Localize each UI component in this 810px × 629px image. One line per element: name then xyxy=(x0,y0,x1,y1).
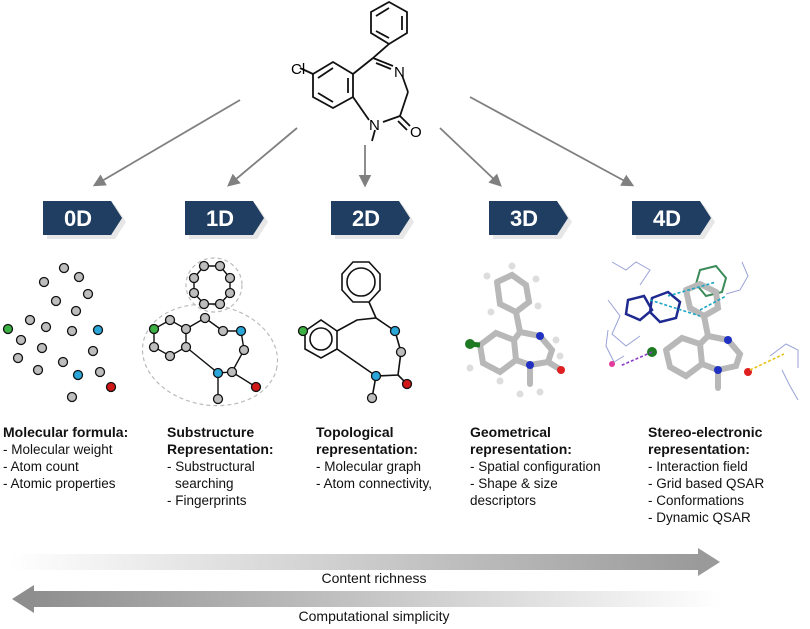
stage-4d-title-line: representation: xyxy=(648,441,750,457)
arrow-to-1d xyxy=(227,127,298,187)
stage-1d-item: searching xyxy=(175,476,234,491)
badge-4d-label: 4D xyxy=(653,206,681,231)
stage-4d-item: - Interaction field xyxy=(648,459,748,474)
badge-2d: 2D xyxy=(331,201,414,239)
badge-1d-label: 1D xyxy=(206,206,234,231)
stage-2d-description: Topological representation: - Molecular … xyxy=(316,424,432,492)
diazepam-structure xyxy=(299,0,411,142)
stage-4d-item: - Dynamic QSAR xyxy=(648,510,751,525)
stage-4d-item: - Conformations xyxy=(648,493,745,508)
stage-4d-description: Stereo-electronic representation: - Inte… xyxy=(648,424,764,526)
stage-0d-description: Molecular formula: - Molecular weight - … xyxy=(3,424,128,492)
3d-ball-and-stick-model xyxy=(465,262,565,398)
stage-4d-item: - Grid based QSAR xyxy=(648,476,765,491)
stage-0d-item: - Atomic properties xyxy=(3,476,116,491)
badge-4d: 4D xyxy=(632,201,715,239)
stage-3d-item: descriptors xyxy=(470,493,537,508)
stage-3d-title-line: representation: xyxy=(470,441,572,457)
2d-molecular-graph xyxy=(297,261,413,404)
n1-atom-label: N xyxy=(369,117,380,134)
stage-1d-item: - Substructural xyxy=(167,459,255,474)
arrow-to-4d xyxy=(469,96,635,187)
stage-3d-item: - Spatial configuration xyxy=(470,459,601,474)
stage-4d-title-line: Stereo-electronic xyxy=(648,424,763,440)
content-richness-label: Content richness xyxy=(321,570,427,586)
badge-0d: 0D xyxy=(43,201,126,239)
computational-simplicity-arrow xyxy=(12,585,722,613)
badge-0d-label: 0D xyxy=(64,206,92,231)
badge-3d-label: 3D xyxy=(510,206,538,231)
content-richness-arrow xyxy=(10,548,720,576)
stage-0d-item: - Molecular weight xyxy=(3,442,113,457)
badge-3d: 3D xyxy=(489,201,572,239)
phenyl-ring xyxy=(370,0,408,46)
stage-2d-title-line: Topological xyxy=(316,424,394,440)
fragment-core-outline xyxy=(141,303,279,407)
stage-2d-item: - Atom connectivity, xyxy=(316,476,433,491)
stage-2d-title-line: representation: xyxy=(316,441,418,457)
n4-atom-label: N xyxy=(394,64,405,81)
stage-0d-item: - Atom count xyxy=(3,459,79,474)
arrow-to-3d xyxy=(439,127,502,187)
stage-1d-item: - Fingerprints xyxy=(167,493,247,508)
stage-1d-title-line: Representation: xyxy=(167,441,274,457)
computational-simplicity-label: Computational simplicity xyxy=(298,608,450,624)
o-atom-label: O xyxy=(410,124,422,141)
stage-3d-item: - Shape & size xyxy=(470,476,558,491)
stage-3d-title-line: Geometrical xyxy=(470,424,551,440)
badge-2d-label: 2D xyxy=(352,206,380,231)
stage-1d-description: Substructure Representation: - Substruct… xyxy=(167,424,274,509)
stage-1d-title-line: Substructure xyxy=(167,424,255,440)
stage-0d-title: Molecular formula: xyxy=(3,424,129,440)
0d-scattered-atoms xyxy=(2,262,117,403)
1d-substructures xyxy=(141,257,279,407)
stage-arrows xyxy=(92,96,635,188)
fragment-ring-outline xyxy=(185,257,243,313)
arrow-to-0d xyxy=(92,99,241,187)
cl-atom-label: Cl xyxy=(291,61,305,78)
4d-interaction-field-model xyxy=(605,261,799,401)
stage-2d-item: - Molecular graph xyxy=(316,459,422,474)
badge-1d: 1D xyxy=(185,201,268,239)
stage-3d-description: Geometrical representation: - Spatial co… xyxy=(470,424,601,509)
